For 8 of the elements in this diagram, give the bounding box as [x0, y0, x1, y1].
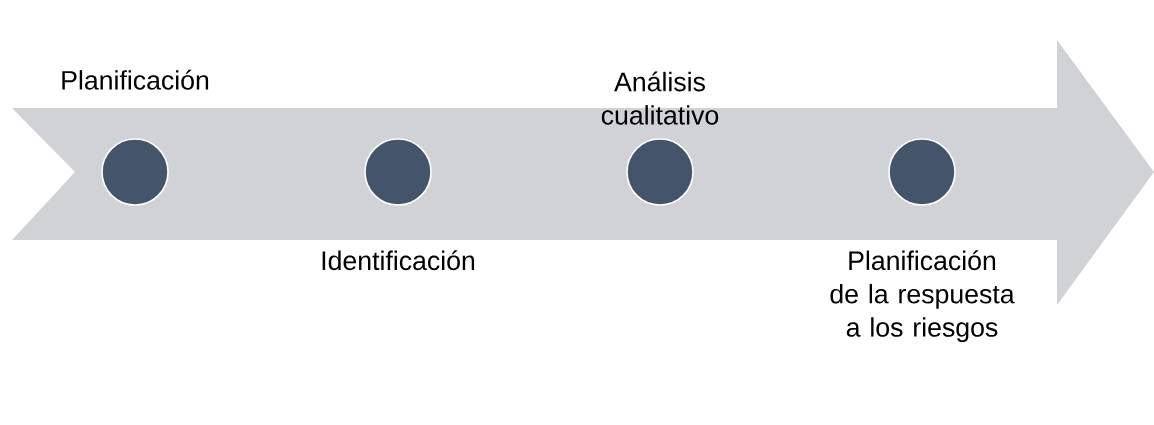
- step-circle: [626, 138, 694, 206]
- step-label: Análisis cualitativo: [601, 71, 719, 125]
- step-label: Planificación de la respuesta a los riesgos: [830, 250, 1015, 343]
- step-circle: [101, 138, 169, 206]
- step-circle: [364, 138, 432, 206]
- step-label: Identificación: [322, 250, 475, 271]
- step-circle: [888, 138, 956, 206]
- step-label: Planificación: [62, 69, 209, 90]
